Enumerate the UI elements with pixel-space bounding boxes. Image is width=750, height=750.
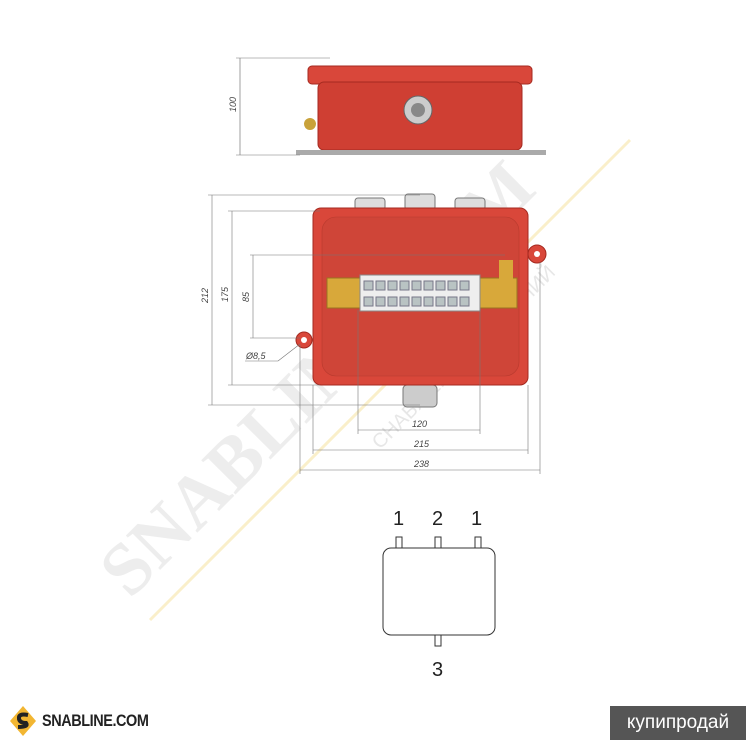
snabline-logo-icon xyxy=(10,706,36,736)
dim-width-total: 238 xyxy=(413,459,429,469)
dim-height-side: 100 xyxy=(228,97,238,112)
front-view: 212 175 85 Ø8,5 120 215 238 xyxy=(200,193,547,474)
dim-height-total: 212 xyxy=(200,288,210,304)
snabline-logo-text: SNABLINE.COM xyxy=(42,711,149,730)
dim-width-body: 215 xyxy=(413,439,430,449)
pin-label-top-left: 1 xyxy=(393,508,404,530)
dim-mount-spacing: 85 xyxy=(241,291,251,302)
pin-label-top-right: 1 xyxy=(471,508,482,530)
dim-height-body: 175 xyxy=(220,286,230,302)
dim-hole-diameter: Ø8,5 xyxy=(245,351,267,361)
connector-schematic xyxy=(382,536,496,647)
pin-label-top-middle: 2 xyxy=(432,508,443,530)
side-view: 100 xyxy=(228,57,546,156)
kupiprodai-badge[interactable]: купипродай xyxy=(610,706,746,740)
snabline-logo[interactable]: SNABLINE.COM xyxy=(10,706,167,736)
pin-label-bottom: 3 xyxy=(432,659,443,681)
dim-rail-width: 120 xyxy=(412,419,427,429)
